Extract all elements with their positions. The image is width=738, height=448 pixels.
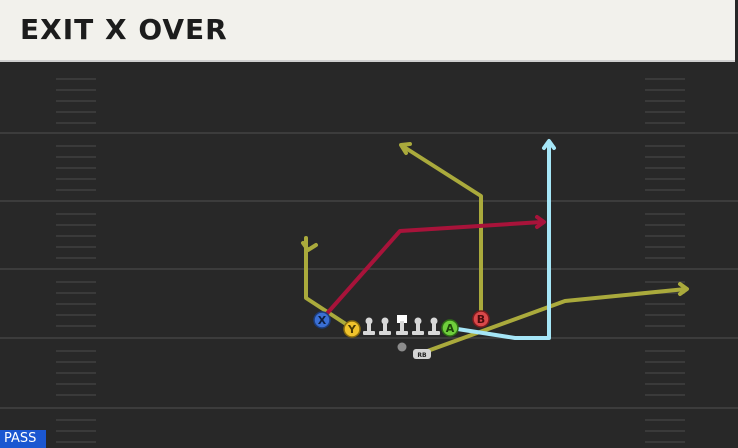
route-a <box>449 140 551 340</box>
lineman-left-tackle <box>363 317 375 335</box>
x-button-icon <box>313 311 331 329</box>
play-diagram: RB X Y A B <box>0 78 738 443</box>
player-rb[interactable]: RB <box>413 349 431 359</box>
a-button-icon <box>441 319 459 337</box>
lineman-right-tackle <box>428 317 440 335</box>
hash-marks-right <box>645 78 685 443</box>
b-label: B <box>477 313 485 326</box>
player-x[interactable]: X <box>313 311 331 329</box>
a-label: A <box>446 322 455 335</box>
lineman-left-guard <box>379 317 391 335</box>
football-field: RB X Y A B <box>0 62 738 448</box>
rb-marker <box>413 349 431 359</box>
y-button-icon <box>343 320 361 338</box>
play-type-badge: PASS <box>0 430 46 448</box>
route-rb <box>420 287 688 355</box>
b-button-icon <box>472 310 490 328</box>
x-label: X <box>318 314 327 327</box>
route-x-arrowhead <box>535 215 546 229</box>
route-a-arrowhead <box>542 139 556 150</box>
offensive-line <box>363 315 440 335</box>
route-b <box>402 145 483 320</box>
player-a[interactable]: A <box>441 319 459 337</box>
yard-lines <box>0 132 738 409</box>
route-b-arrowhead <box>399 142 412 155</box>
route-y <box>304 236 354 330</box>
rb-label: RB <box>417 352 427 359</box>
route-x <box>321 220 544 320</box>
player-y[interactable]: Y <box>343 320 361 338</box>
play-header: EXIT X OVER <box>0 0 735 62</box>
lineman-center <box>396 315 408 335</box>
route-rb-arrowhead <box>678 282 689 296</box>
hash-marks-left <box>56 78 96 443</box>
y-label: Y <box>347 323 357 336</box>
play-title: EXIT X OVER <box>20 13 228 46</box>
player-b[interactable]: B <box>472 310 490 328</box>
lineman-right-guard <box>412 317 424 335</box>
quarterback-marker <box>397 342 407 352</box>
route-y-arrowhead <box>301 241 318 252</box>
